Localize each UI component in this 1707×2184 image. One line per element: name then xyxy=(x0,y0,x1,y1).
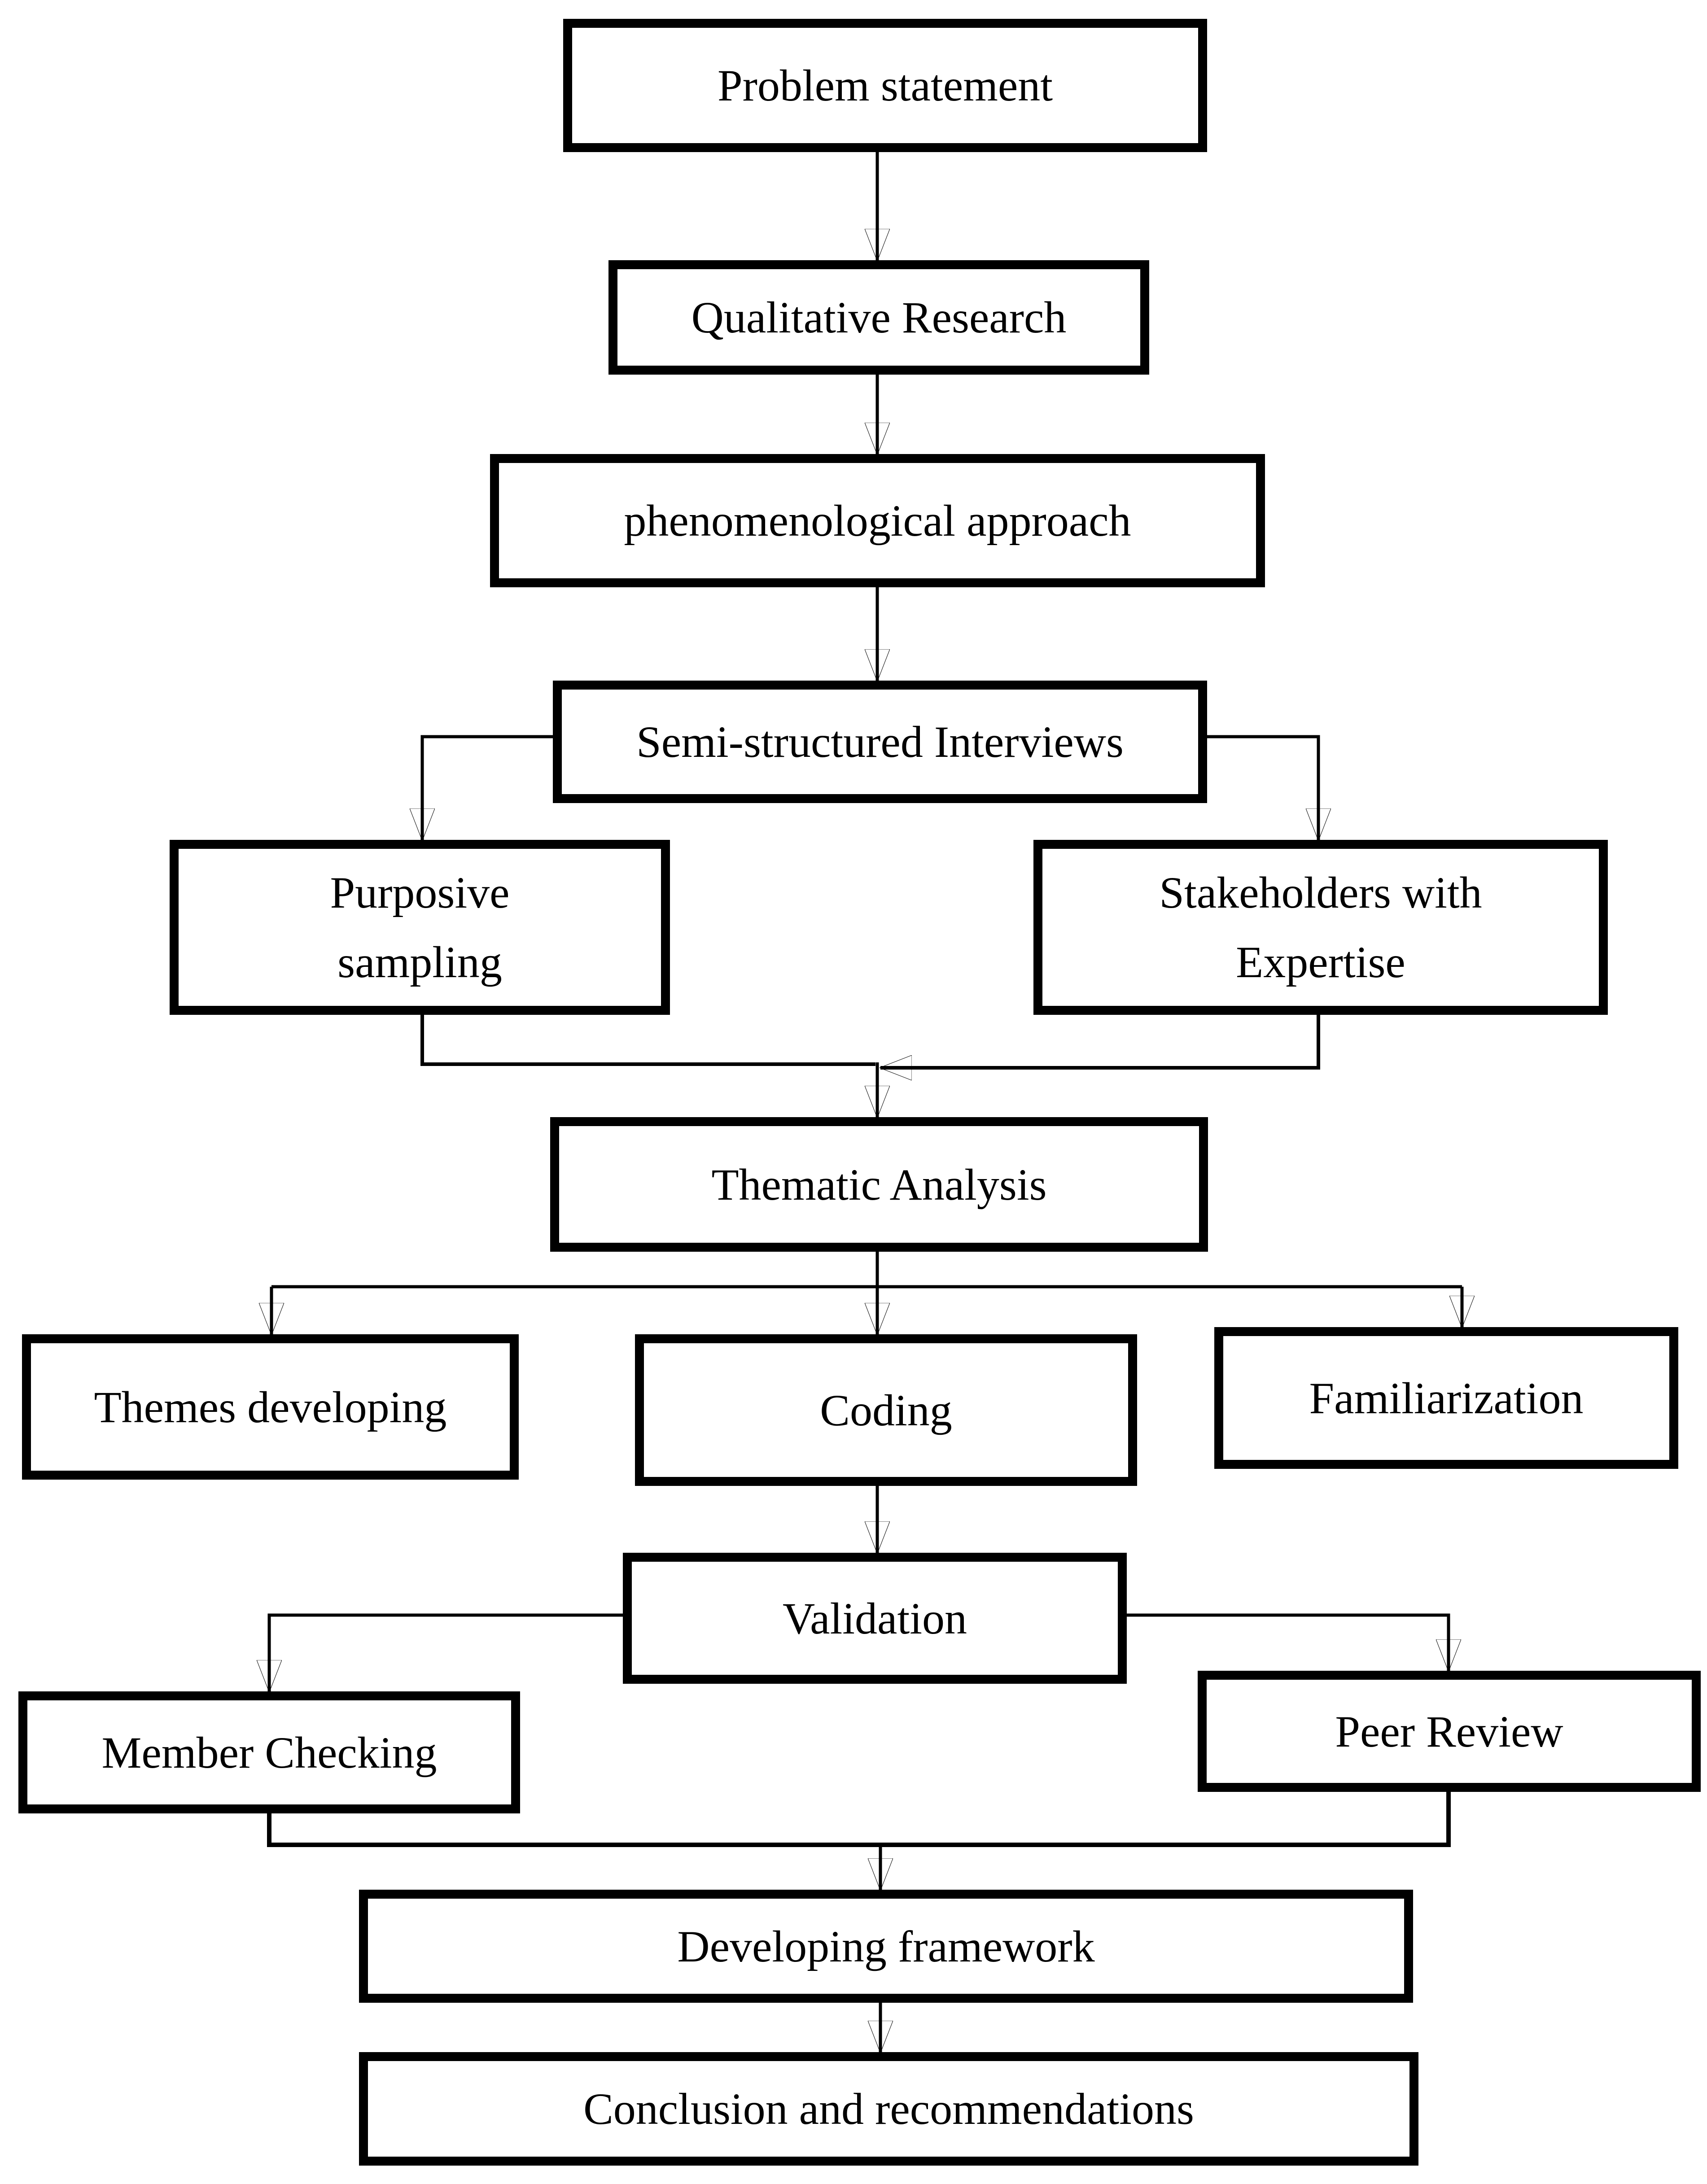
node-qualitative-research: Qualitative Research xyxy=(608,260,1149,375)
node-label: Stakeholders with Expertise xyxy=(1159,868,1482,987)
node-label: Developing framework xyxy=(677,1921,1095,1971)
node-label: Qualitative Research xyxy=(691,293,1067,342)
node-purposive-sampling: Purposive sampling xyxy=(170,840,670,1015)
node-stakeholders-with-expertise: Stakeholders with Expertise xyxy=(1033,840,1608,1015)
node-themes-developing: Themes developing xyxy=(22,1334,519,1480)
connector-purposive-merge xyxy=(420,1015,875,1066)
node-label: Semi-structured Interviews xyxy=(636,717,1124,767)
connector-member-peer-collector xyxy=(267,1792,1451,1847)
node-label: Conclusion and recommendations xyxy=(583,2084,1194,2134)
node-label: Problem statement xyxy=(717,61,1053,110)
node-label: Validation xyxy=(782,1593,967,1643)
node-label: Familiarization xyxy=(1309,1373,1584,1423)
node-problem-statement: Problem statement xyxy=(563,19,1207,152)
arrow-stakeholders-merge xyxy=(880,1015,1320,1068)
node-label: Purposive sampling xyxy=(330,868,510,987)
node-peer-review: Peer Review xyxy=(1198,1671,1701,1792)
node-conclusion-and-recommendations: Conclusion and recommendations xyxy=(359,2052,1418,2166)
node-thematic-analysis: Thematic Analysis xyxy=(550,1117,1208,1252)
arrow-validation-peer xyxy=(1127,1613,1449,1671)
arrow-validation-member xyxy=(269,1613,623,1691)
node-familiarization: Familiarization xyxy=(1214,1327,1678,1469)
node-label: Thematic Analysis xyxy=(711,1159,1047,1210)
arrow-semi-purposive xyxy=(422,735,553,840)
node-phenomenological-approach: phenomenological approach xyxy=(490,454,1265,587)
node-developing-framework: Developing framework xyxy=(359,1890,1413,2003)
node-label: phenomenological approach xyxy=(624,496,1131,546)
node-semi-structured-interviews: Semi-structured Interviews xyxy=(553,681,1207,803)
node-member-checking: Member Checking xyxy=(18,1691,520,1813)
node-label: Coding xyxy=(820,1385,952,1435)
node-label: Themes developing xyxy=(94,1382,447,1432)
node-coding: Coding xyxy=(635,1334,1137,1486)
node-label: Member Checking xyxy=(101,1727,437,1778)
node-validation: Validation xyxy=(623,1553,1127,1684)
arrow-semi-stakeholders xyxy=(1207,735,1318,840)
node-label: Peer Review xyxy=(1335,1706,1563,1756)
